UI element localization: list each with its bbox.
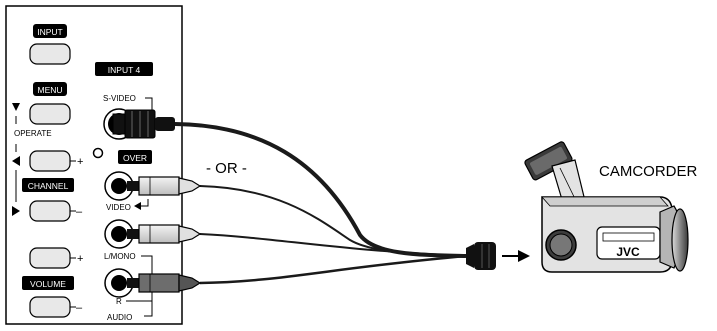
audio-right-jack-inner: [111, 275, 127, 291]
operate-label: OPERATE: [14, 129, 52, 138]
over-label: OVER: [123, 153, 147, 163]
volume-minus-sign: –: [76, 302, 83, 314]
video-plug: [127, 176, 202, 196]
video-jack-inner: [111, 178, 127, 194]
menu-label-badge: [33, 82, 67, 96]
direction-arrow-icon: [518, 250, 530, 262]
camcorder-brand-logo: JVC: [616, 245, 640, 259]
channel-plus-sign: +: [77, 156, 83, 168]
lmono-label: L/MONO: [104, 252, 136, 261]
channel-down-button[interactable]: [29, 200, 71, 222]
channel-minus-sign: –: [76, 206, 83, 218]
video-label: VIDEO: [106, 203, 131, 212]
channel-label-badge: [22, 178, 74, 192]
audio-right-plug: [127, 273, 202, 293]
audio-left-jack-inner: [111, 226, 127, 242]
svideo-cable: [174, 122, 467, 258]
volume-down-button[interactable]: [29, 296, 71, 318]
operate-right-arrow-icon: [12, 206, 20, 216]
operate-left-arrow-icon: [12, 156, 20, 166]
over-label-badge: [118, 150, 152, 164]
volume-label-badge: [22, 276, 74, 290]
indicator-lamp: [92, 147, 104, 159]
operate-up-arrow-icon: [12, 103, 20, 111]
svideo-bracket: [145, 97, 153, 110]
input-label-badge: [33, 24, 67, 38]
audio-label: AUDIO: [107, 313, 132, 322]
or-label: - OR -: [206, 160, 247, 177]
input-button[interactable]: [29, 43, 71, 65]
input4-label-badge: [95, 62, 153, 76]
video-bracket-arrow-icon: [134, 202, 141, 210]
volume-up-button[interactable]: [29, 247, 71, 269]
audio-left-cable: [199, 233, 467, 257]
menu-button[interactable]: [29, 103, 71, 125]
svideo-plug: [112, 109, 175, 139]
camcorder-label: CAMCORDER: [599, 163, 698, 180]
svideo-label: S-VIDEO: [103, 94, 136, 103]
volume-label: VOLUME: [30, 279, 66, 289]
channel-label: CHANNEL: [28, 181, 69, 191]
audio-right-cable: [199, 254, 467, 285]
camcorder-plug: [466, 242, 496, 270]
camcorder-illustration: JVC: [524, 141, 689, 273]
input-label: INPUT: [37, 27, 63, 37]
video-cable: [199, 185, 467, 257]
audio-left-plug: [127, 224, 202, 244]
volume-plus-sign: +: [77, 253, 83, 265]
menu-label: MENU: [37, 85, 62, 95]
input4-label: INPUT 4: [108, 65, 141, 75]
channel-up-button[interactable]: [29, 150, 71, 172]
r-label: R: [116, 297, 122, 306]
